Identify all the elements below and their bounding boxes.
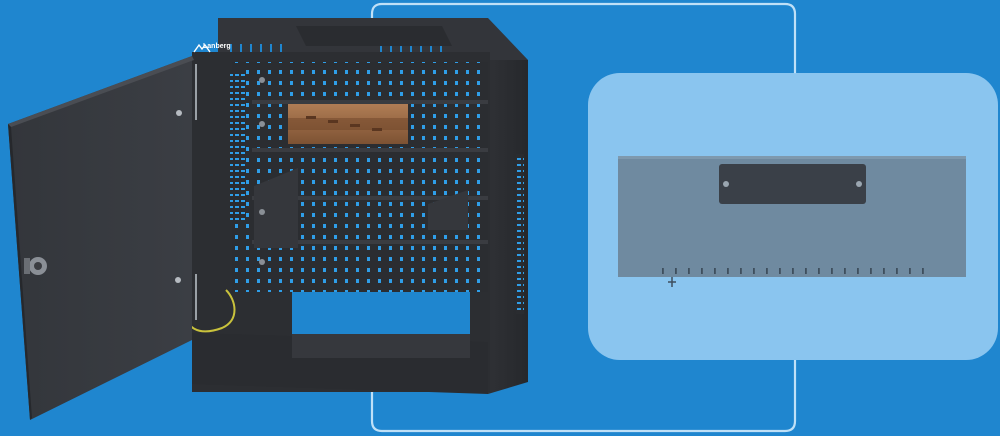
- din-rail: [288, 104, 408, 144]
- screw-icon: [259, 77, 265, 265]
- brand-label: Lanberg: [203, 43, 231, 50]
- cover-plate: [719, 164, 866, 204]
- wall-cabinet: Lanberg: [175, 18, 528, 394]
- top-cover-detail: [618, 156, 966, 287]
- rack-bracket: [254, 168, 468, 248]
- vent-slots: [662, 268, 924, 274]
- side-vent: [516, 154, 524, 314]
- top-cover-plate: [296, 26, 452, 46]
- front-vent: [230, 70, 246, 220]
- perforated-backplate: [232, 62, 488, 292]
- lock-icon[interactable]: [24, 257, 47, 275]
- callout-connector: [370, 2, 797, 433]
- top-vent: [230, 44, 442, 52]
- door-stud: [175, 277, 181, 283]
- screw-icon: [668, 277, 676, 287]
- door-stud: [176, 110, 182, 116]
- cabinet-door[interactable]: [8, 56, 194, 420]
- mountain-logo-icon: [193, 43, 211, 53]
